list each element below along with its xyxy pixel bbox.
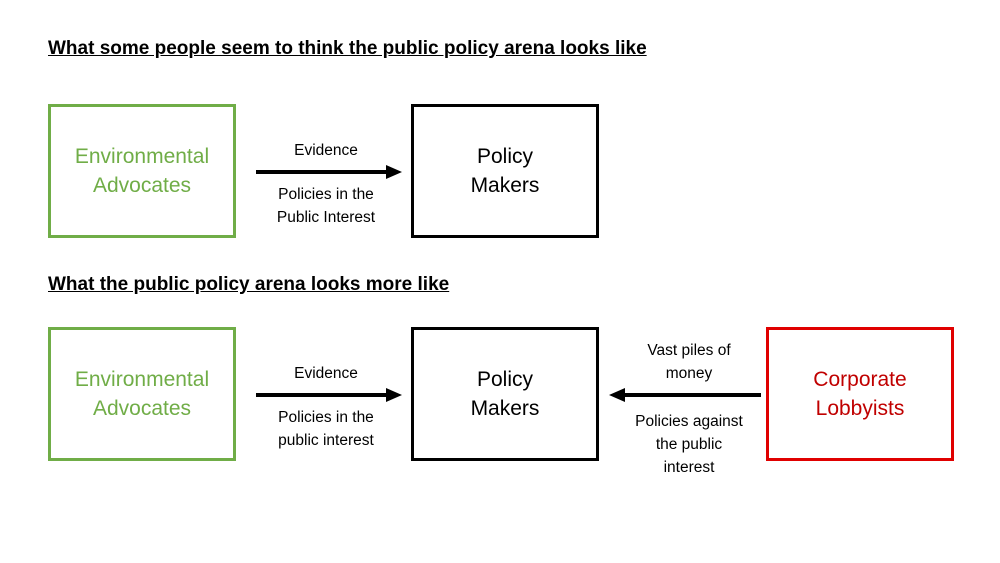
arrow-label-money: Vast piles of money	[616, 339, 762, 385]
box-label-line: Environmental	[74, 368, 210, 391]
arrow-left-icon	[609, 388, 761, 402]
arrow-label-policies: Policies in the Public Interest	[256, 183, 396, 229]
corporate-lobbyists-box: Corporate Lobbyists	[766, 327, 954, 461]
label-line: Public Interest	[276, 209, 376, 226]
label-line: the public	[655, 436, 723, 453]
environmental-advocates-box: Environmental Advocates	[48, 104, 236, 238]
label-line: Policies against	[635, 413, 743, 430]
arrow-label-evidence: Evidence	[294, 142, 358, 159]
arrow-label-policies: Policies in the public interest	[256, 406, 396, 452]
label-line: public interest	[278, 432, 374, 449]
heading-actual-view: What the public policy arena looks more …	[48, 274, 450, 295]
policy-makers-box: Policy Makers	[411, 104, 599, 238]
box-label-line: Makers	[470, 397, 540, 420]
label-line: interest	[663, 459, 715, 476]
box-label-line: Environmental	[74, 145, 210, 168]
box-label-line: Corporate	[813, 368, 907, 391]
box-label-line: Lobbyists	[815, 397, 905, 420]
label-line: Policies in the	[278, 409, 374, 426]
box-label-line: Policy	[476, 145, 534, 168]
arrow-label-policies-against: Policies against the public interest	[616, 410, 762, 479]
arrow-label-evidence: Evidence	[294, 365, 358, 382]
arrow-right-icon	[256, 388, 402, 402]
arrow-right-icon	[256, 165, 402, 179]
box-label-line: Advocates	[92, 174, 192, 197]
label-line: Policies in the	[278, 186, 374, 203]
policy-makers-box: Policy Makers	[411, 327, 599, 461]
box-label-line: Policy	[476, 368, 534, 391]
heading-assumed-view: What some people seem to think the publi…	[48, 38, 647, 59]
label-line: Vast piles of	[647, 342, 731, 359]
environmental-advocates-box: Environmental Advocates	[48, 327, 236, 461]
box-label-line: Makers	[470, 174, 540, 197]
box-label-line: Advocates	[92, 397, 192, 420]
label-line: money	[665, 365, 713, 382]
